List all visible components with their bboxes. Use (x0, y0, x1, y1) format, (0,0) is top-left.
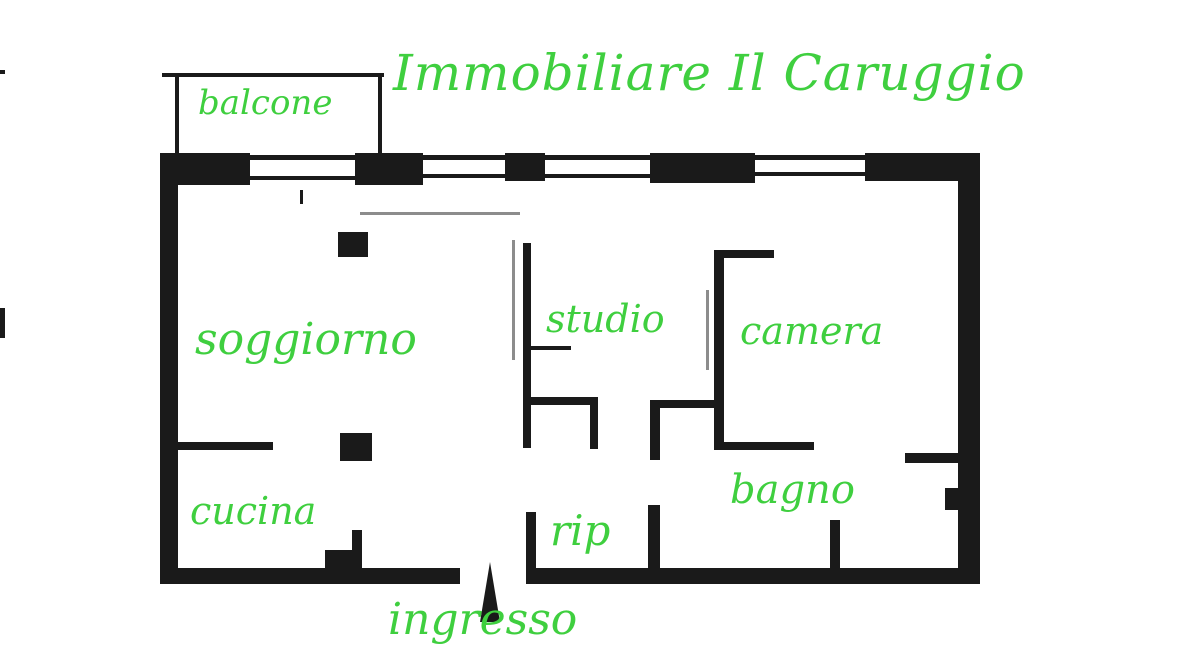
window-1b (250, 176, 355, 180)
agency-title: Immobiliare Il Caruggio (393, 44, 1026, 102)
hatch-3 (512, 240, 515, 360)
wall-camera-left (714, 250, 724, 450)
window-2b (423, 174, 505, 178)
pillar-kitchen (325, 550, 355, 570)
hatch-2 (360, 212, 520, 215)
walls (0, 70, 980, 584)
wall-right (958, 153, 980, 583)
window-4b (755, 172, 865, 176)
wall-studio-left (523, 243, 531, 448)
room-label-balcone: balcone (198, 83, 333, 123)
wall-top-mid-1 (355, 153, 423, 185)
hatch-1 (300, 190, 303, 204)
entrance-arrow-icon (480, 562, 500, 622)
balcony-top (162, 73, 384, 77)
wall-rip-left (526, 512, 536, 572)
pillar-top (338, 232, 368, 257)
window-3b (545, 174, 650, 178)
edge-mark-2 (0, 308, 5, 338)
window-1 (250, 155, 355, 160)
wall-hall-left (650, 400, 660, 460)
wall-top-mid-2 (505, 153, 545, 181)
wall-studio-mark (531, 346, 571, 350)
wall-bottom-left (160, 568, 460, 584)
wall-hall-top (650, 400, 720, 408)
wall-kitchen-top (178, 442, 273, 450)
room-label-cucina: cucina (190, 489, 317, 533)
edge-mark-1 (0, 70, 5, 74)
wall-rip-right (648, 505, 660, 570)
window-2 (423, 155, 505, 160)
hatch-4 (706, 290, 709, 370)
wall-left (160, 153, 178, 583)
room-label-ingresso: ingresso (388, 594, 578, 645)
pillar-bottom (340, 433, 372, 461)
wall-camera-bottom (714, 442, 814, 450)
wall-top-mid-3 (650, 153, 755, 183)
wall-bath-door (945, 488, 960, 510)
window-3 (545, 155, 650, 160)
room-label-studio: studio (546, 297, 665, 341)
wall-bath-inner (830, 520, 840, 570)
wall-kitchen-right (352, 530, 362, 570)
wall-camera-bottom-right (905, 453, 960, 463)
window-4 (755, 155, 865, 160)
wall-studio-bottom (523, 397, 598, 405)
room-label-bagno: bagno (730, 467, 855, 513)
wall-studio-stub (590, 397, 598, 449)
wall-camera-top (714, 250, 774, 258)
room-label-soggiorno: soggiorno (195, 314, 417, 365)
balcony-right (378, 73, 382, 153)
wall-bottom-right (526, 568, 980, 584)
room-label-rip: rip (550, 506, 611, 555)
balcony-left (175, 73, 179, 155)
room-label-camera: camera (740, 309, 884, 353)
